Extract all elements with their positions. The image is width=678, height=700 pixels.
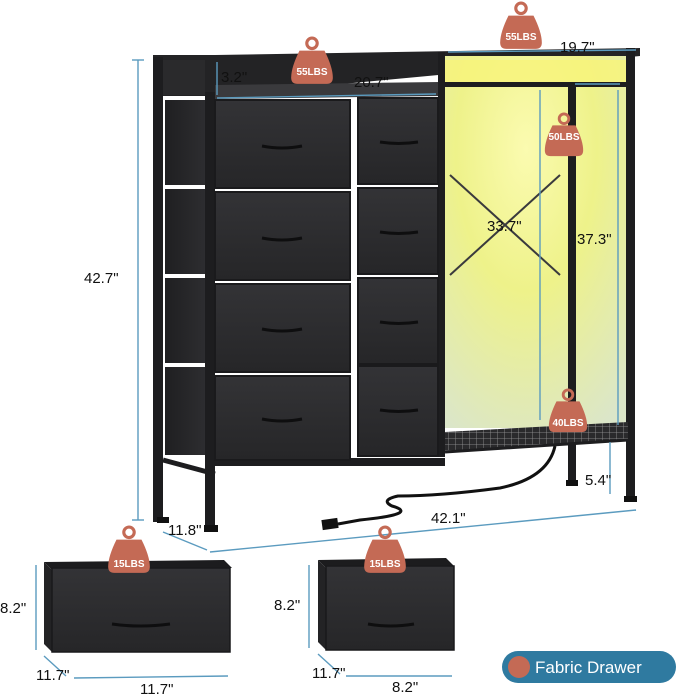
weight-label-rod: 50LBS <box>548 132 580 143</box>
weight-label-top-left: 55LBS <box>296 67 328 78</box>
large-drawer-2[interactable] <box>214 191 351 281</box>
weight-label-bottom-shelf: 40LBS <box>552 418 584 429</box>
small-drawer-3[interactable] <box>357 277 439 365</box>
dim-big-drawer-width: 11.7" <box>140 681 174 698</box>
led-lit-open-section <box>443 56 628 428</box>
left-front-leg <box>153 57 163 522</box>
left-back-leg <box>205 92 215 528</box>
legend-dot-icon <box>508 656 530 678</box>
drawer-handle <box>261 236 303 242</box>
drawer-handle <box>379 320 419 325</box>
weight-label-big-drawer: 15LBS <box>113 559 145 570</box>
dim-top-depth: 3.2" <box>221 69 248 86</box>
legend-label: Fabric Drawer <box>535 658 642 677</box>
drawer-handle <box>367 622 415 628</box>
small-drawer-4[interactable] <box>357 365 439 457</box>
drawer-handle <box>261 144 303 150</box>
power-cord <box>337 445 557 526</box>
weight-label-top-right: 55LBS <box>505 32 537 43</box>
dim-big-drawer-depth: 11.7" <box>36 667 70 684</box>
large-drawer-column <box>214 99 351 461</box>
small-drawer-2[interactable] <box>357 187 439 275</box>
dim-bottom-clearance: 5.4" <box>585 472 612 489</box>
dresser-unit <box>153 48 640 532</box>
large-drawer-1[interactable] <box>214 99 351 189</box>
hanging-rod <box>443 82 628 87</box>
right-front-leg <box>626 48 635 500</box>
dim-small-drawer-depth: 11.7" <box>312 665 346 682</box>
dim-small-drawer-width: 8.2" <box>392 679 419 696</box>
drawer-handle <box>379 230 419 235</box>
large-drawer-4[interactable] <box>214 375 351 461</box>
dim-total-height: 42.7" <box>84 270 119 287</box>
left-side-drawer-column <box>165 100 205 455</box>
dim-inner-height-a: 33.7" <box>487 218 522 235</box>
power-plug <box>321 517 339 531</box>
small-drawer-1[interactable] <box>357 97 439 185</box>
dim-big-drawer-height: 8.2" <box>0 600 27 617</box>
legend-fabric-drawer: Fabric Drawer <box>502 651 676 683</box>
large-drawer-3[interactable] <box>214 283 351 373</box>
dimension-lines <box>35 49 637 679</box>
small-drawer-column <box>357 97 439 457</box>
dim-depth: 11.8" <box>168 522 202 539</box>
dim-small-drawer-height: 8.2" <box>274 597 301 614</box>
drawer-handle <box>379 140 419 145</box>
drawer-handle <box>111 622 171 628</box>
dim-shelf-width: 19.7" <box>560 39 595 56</box>
drawer-handle <box>261 327 303 333</box>
fabric-drawer-large <box>44 560 232 653</box>
weight-label-small-drawer: 15LBS <box>369 559 401 570</box>
drawer-handle <box>379 408 419 413</box>
dim-drawer-width: 20.7" <box>354 74 389 91</box>
dim-inner-height-b: 37.3" <box>577 231 612 248</box>
drawer-handle <box>261 417 303 423</box>
dim-total-width: 42.1" <box>431 510 466 527</box>
